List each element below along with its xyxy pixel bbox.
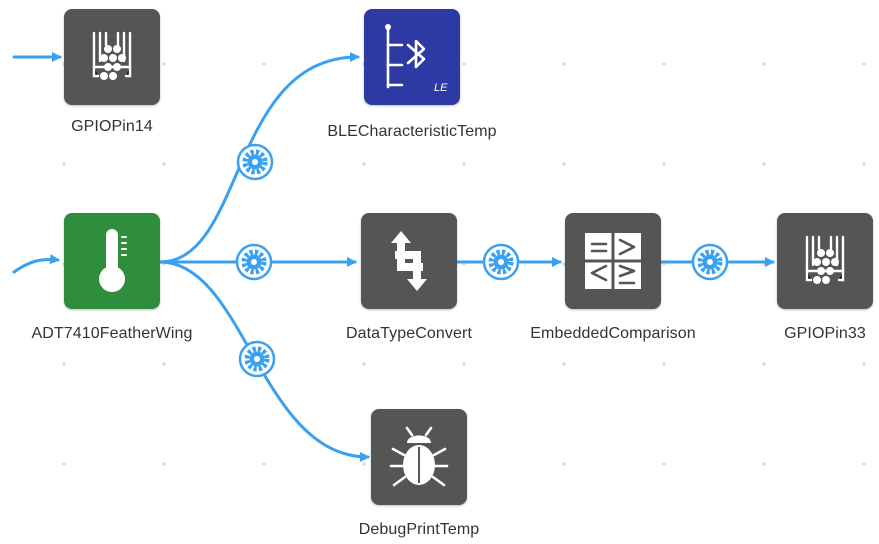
bug-icon <box>389 426 449 487</box>
gpio-pins-icon <box>92 31 132 80</box>
node-ble-characteristic-temp[interactable]: LE <box>364 9 460 105</box>
svg-text:LE: LE <box>434 82 448 94</box>
node-label-adt7410-featherwing: ADT7410FeatherWing <box>31 325 193 342</box>
node-embedded-comparison[interactable] <box>565 213 661 309</box>
node-label-debug-print-temp: DebugPrintTemp <box>358 521 480 538</box>
connection-settings-compare-gpio33[interactable] <box>691 243 729 281</box>
gear-icon <box>238 340 276 378</box>
bluetooth-le-icon: LE <box>385 24 448 94</box>
node-gpio-pin33[interactable] <box>777 213 873 309</box>
node-gpio-pin14[interactable] <box>64 9 160 105</box>
node-data-type-convert[interactable] <box>361 213 457 309</box>
connection-settings-convert-compare[interactable] <box>482 243 520 281</box>
connection-settings-sensor-convert[interactable] <box>235 243 273 281</box>
thermometer-icon <box>99 229 127 292</box>
gear-icon <box>235 243 273 281</box>
node-label-embedded-comparison: EmbeddedComparison <box>530 325 696 342</box>
connection-settings-sensor-debug[interactable] <box>238 340 276 378</box>
node-label-data-type-convert: DataTypeConvert <box>345 325 472 342</box>
node-label-gpio-pin33: GPIOPin33 <box>784 325 866 342</box>
gpio-pins-icon <box>805 235 845 284</box>
gear-icon <box>691 243 729 281</box>
gear-icon <box>482 243 520 281</box>
node-debug-print-temp[interactable] <box>371 409 467 505</box>
node-adt7410-featherwing[interactable] <box>64 213 160 309</box>
connection-settings-sensor-ble[interactable] <box>236 143 274 181</box>
convert-arrows-icon <box>391 231 427 291</box>
gear-icon <box>236 143 274 181</box>
comparison-icon <box>585 233 641 289</box>
node-label-gpio-pin14: GPIOPin14 <box>71 118 153 135</box>
wire-in-sensor <box>12 254 60 274</box>
node-label-ble-characteristic-temp: BLECharacteristicTemp <box>327 123 497 140</box>
